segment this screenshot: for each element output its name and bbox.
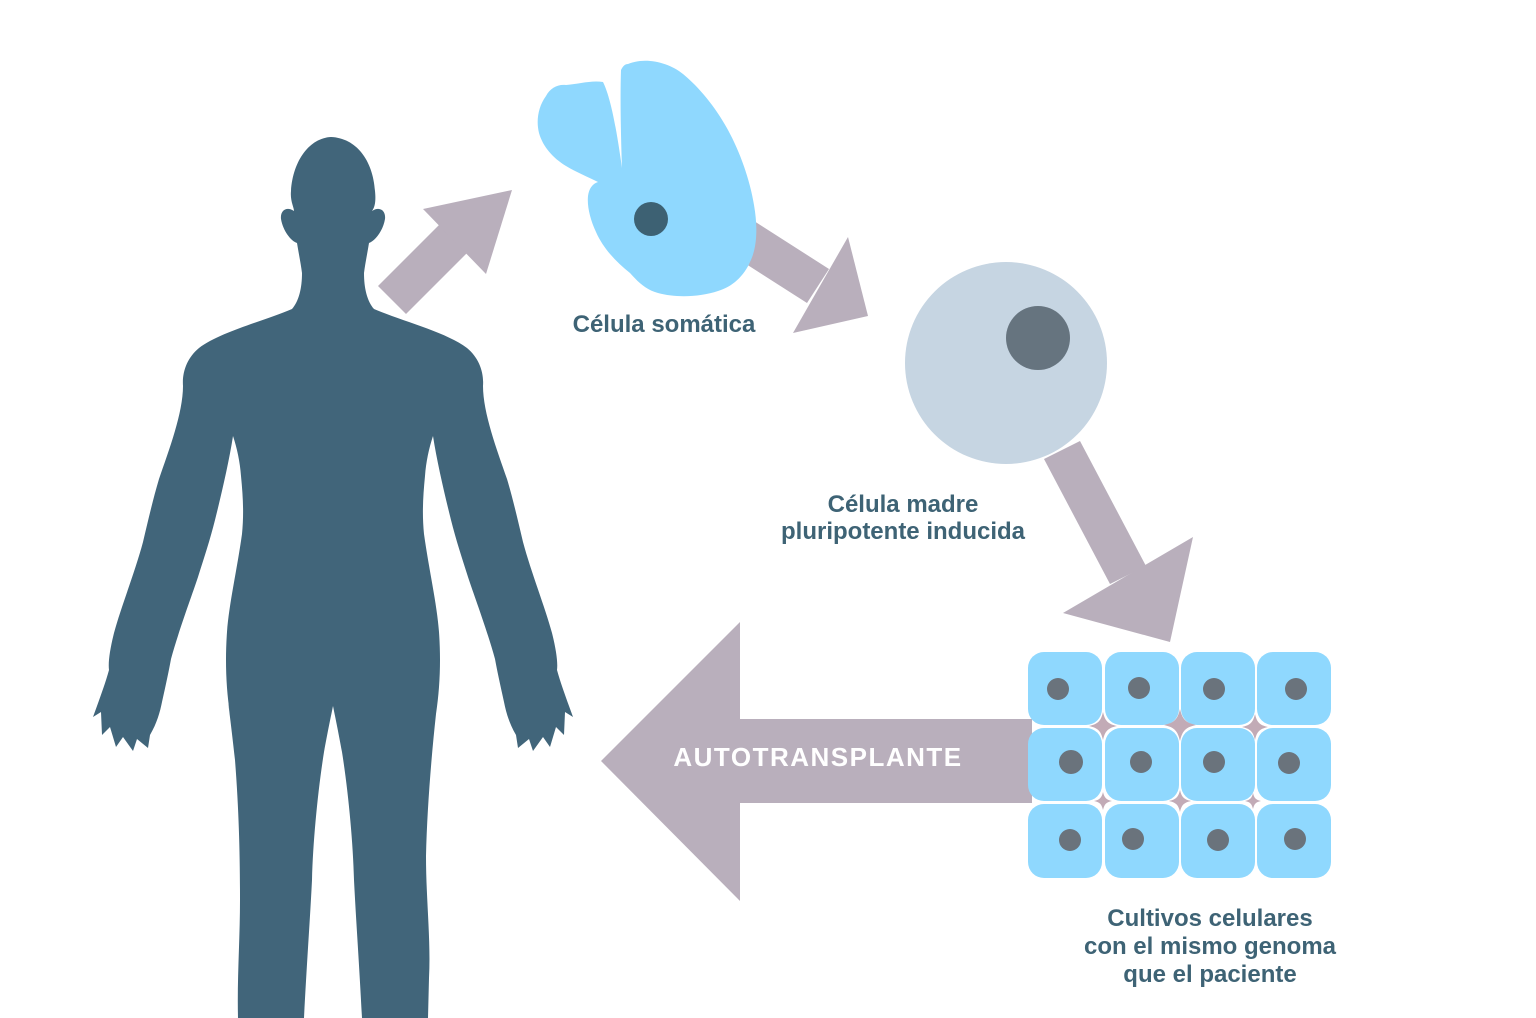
stem-cell-nucleus xyxy=(1006,306,1070,370)
arrow-shaft xyxy=(378,218,474,314)
culture-cell-nucleus xyxy=(1059,829,1081,851)
cell-culture-label-line1: Cultivos celulares xyxy=(1107,905,1313,932)
arrow-body-to-somatic-icon xyxy=(378,190,512,314)
somatic-cell-label: Célula somática xyxy=(573,311,756,338)
arrow-head xyxy=(601,622,740,901)
arrow-shaft xyxy=(732,221,829,303)
culture-cell-nucleus xyxy=(1278,752,1300,774)
stem-cell-shape xyxy=(905,262,1107,464)
somatic-cell-nucleus xyxy=(634,202,668,236)
culture-cell-nucleus xyxy=(1203,751,1225,773)
culture-cell-nucleus xyxy=(1122,828,1144,850)
autotransplant-label: AUTOTRANSPLANTE xyxy=(673,742,962,772)
cell-culture-label: Cultivos celulares con el mismo genoma q… xyxy=(1084,905,1336,989)
arrow-shaft xyxy=(740,719,1032,803)
cell-culture-label-line2: con el mismo genoma xyxy=(1083,933,1337,960)
somatic-cell xyxy=(537,60,757,297)
culture-cell-nucleus xyxy=(1047,678,1069,700)
culture-cell-nucleus xyxy=(1130,751,1152,773)
human-body-silhouette xyxy=(93,137,573,1018)
autotransplant-arrow xyxy=(601,622,1032,901)
culture-cell-nucleus xyxy=(1128,677,1150,699)
cell-culture-label-line3: que el paciente xyxy=(1123,961,1297,988)
sparkle-icon xyxy=(1242,714,1268,740)
somatic-cell-label-text: Célula somática xyxy=(572,311,756,338)
arrow-stem-to-culture-icon xyxy=(1044,441,1193,642)
culture-cell-nucleus xyxy=(1207,829,1229,851)
arrow-head xyxy=(1063,537,1193,642)
arrow-head xyxy=(793,237,868,333)
culture-cell-nucleus xyxy=(1203,678,1225,700)
sparkle-icon xyxy=(1089,712,1117,740)
stem-cell xyxy=(905,262,1107,464)
culture-cell-nuclei xyxy=(1047,677,1307,851)
culture-cell-nucleus xyxy=(1059,750,1083,774)
arrow-head xyxy=(423,190,512,274)
arrow-somatic-to-stem-icon xyxy=(732,221,868,333)
sparkle-icon xyxy=(1245,793,1261,809)
culture-cell-nucleus xyxy=(1285,678,1307,700)
stem-cell-label: Célula madre pluripotente inducida xyxy=(781,491,1025,545)
autotransplant-label-text: AUTOTRANSPLANTE xyxy=(673,742,963,772)
arrow-shaft xyxy=(1044,441,1146,584)
sparkle-icon xyxy=(1169,790,1191,812)
stem-cell-label-line1: Célula madre xyxy=(827,491,979,518)
somatic-cell-shape xyxy=(537,60,757,297)
sparkle-icon xyxy=(1164,709,1196,741)
sparkle-icon xyxy=(1094,792,1112,810)
sparkles xyxy=(1089,709,1268,812)
cell-culture-grid xyxy=(1028,652,1331,878)
stem-cell-label-line2: pluripotente inducida xyxy=(781,518,1025,545)
culture-cell-nucleus xyxy=(1284,828,1306,850)
